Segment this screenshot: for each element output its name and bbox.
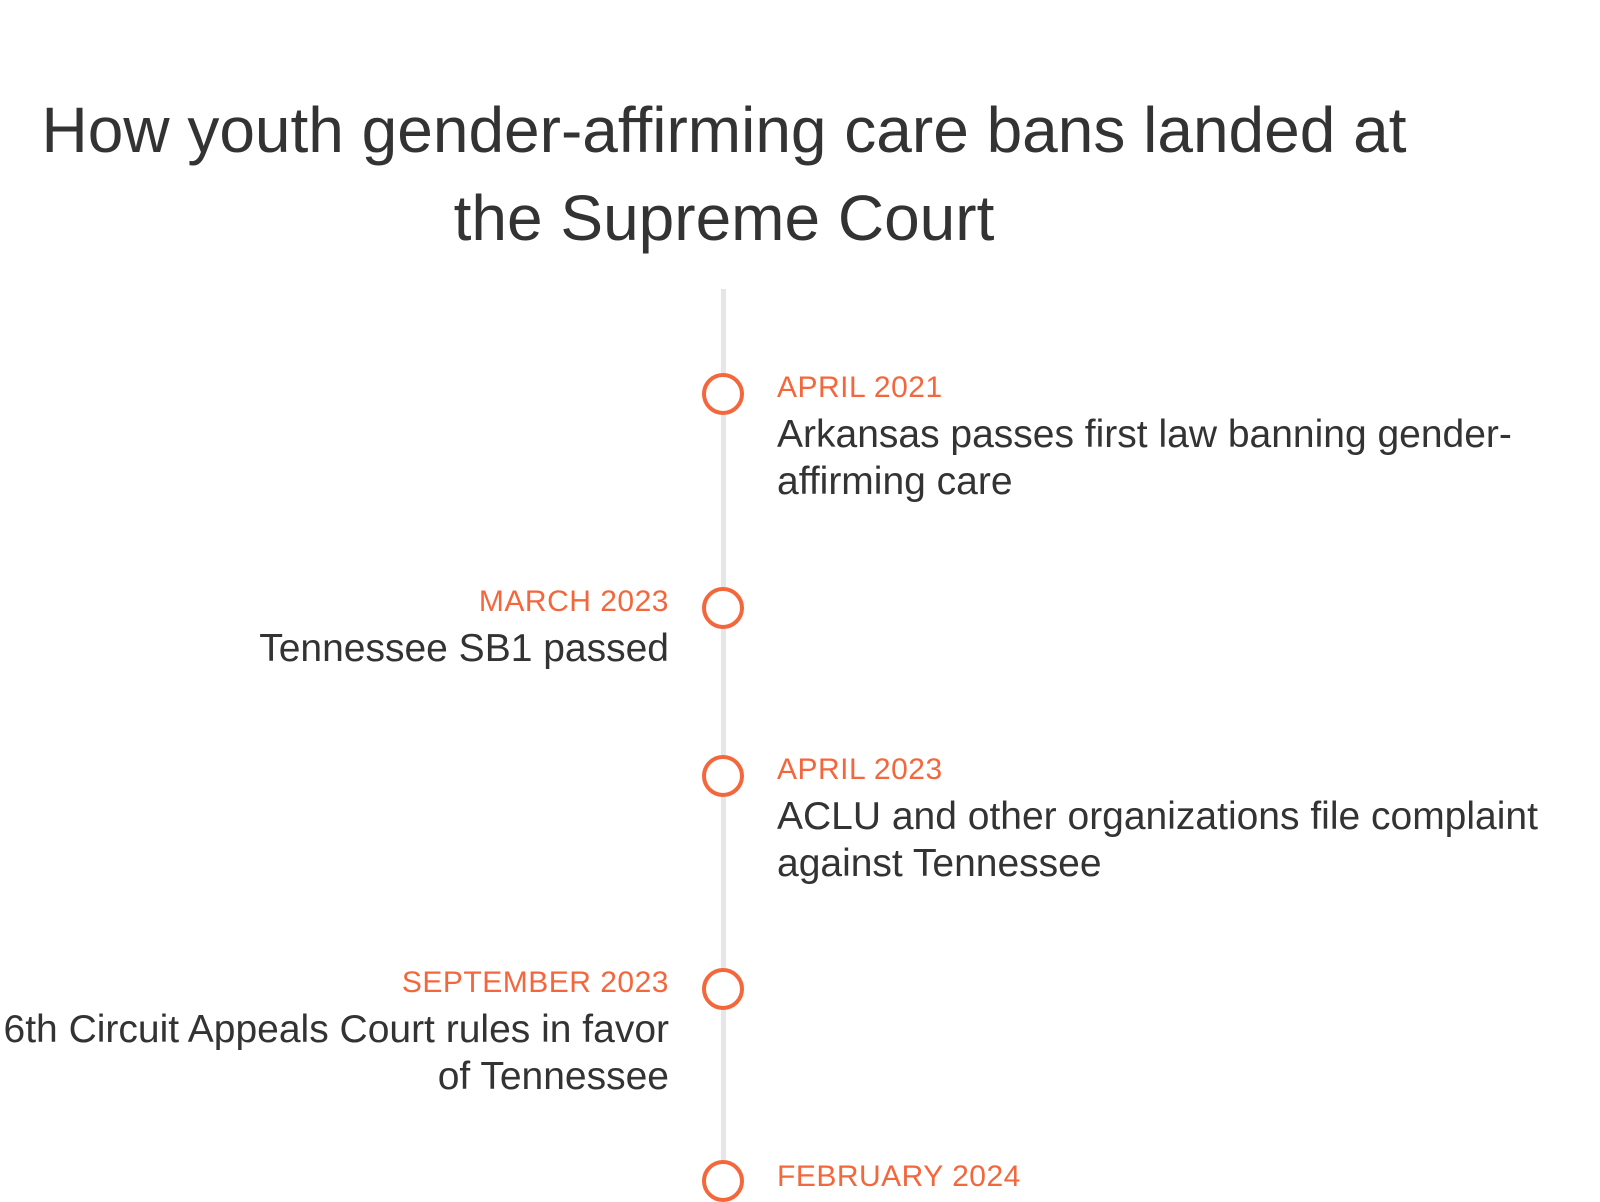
timeline-event: SEPTEMBER 2023 6th Circuit Appeals Court… xyxy=(0,966,669,1100)
event-date: APRIL 2023 xyxy=(777,753,943,786)
timeline-marker-icon xyxy=(702,755,744,797)
event-description: Arkansas passes first law banning gender… xyxy=(777,413,1512,503)
event-description: 6th Circuit Appeals Court rules in favor… xyxy=(3,1008,669,1098)
timeline-event: MARCH 2023 Tennessee SB1 passed xyxy=(0,585,669,672)
timeline-event: FEBRUARY 2024 xyxy=(777,1160,1577,1194)
timeline-marker-icon xyxy=(702,587,744,629)
timeline-marker-icon xyxy=(702,373,744,415)
timeline-marker-icon xyxy=(702,1160,744,1202)
event-description: ACLU and other organizations file compla… xyxy=(777,795,1538,885)
event-date: APRIL 2021 xyxy=(777,371,943,404)
event-description: Tennessee SB1 passed xyxy=(259,627,669,670)
timeline-marker-icon xyxy=(702,968,744,1010)
event-date: MARCH 2023 xyxy=(478,585,669,618)
timeline-line xyxy=(721,289,726,1200)
timeline-event: APRIL 2023 ACLU and other organizations … xyxy=(777,753,1577,887)
page-title: How youth gender-affirming care bans lan… xyxy=(41,94,1407,254)
event-date: FEBRUARY 2024 xyxy=(777,1160,1021,1193)
timeline-event: APRIL 2021 Arkansas passes first law ban… xyxy=(777,371,1577,505)
event-date: SEPTEMBER 2023 xyxy=(401,966,669,999)
